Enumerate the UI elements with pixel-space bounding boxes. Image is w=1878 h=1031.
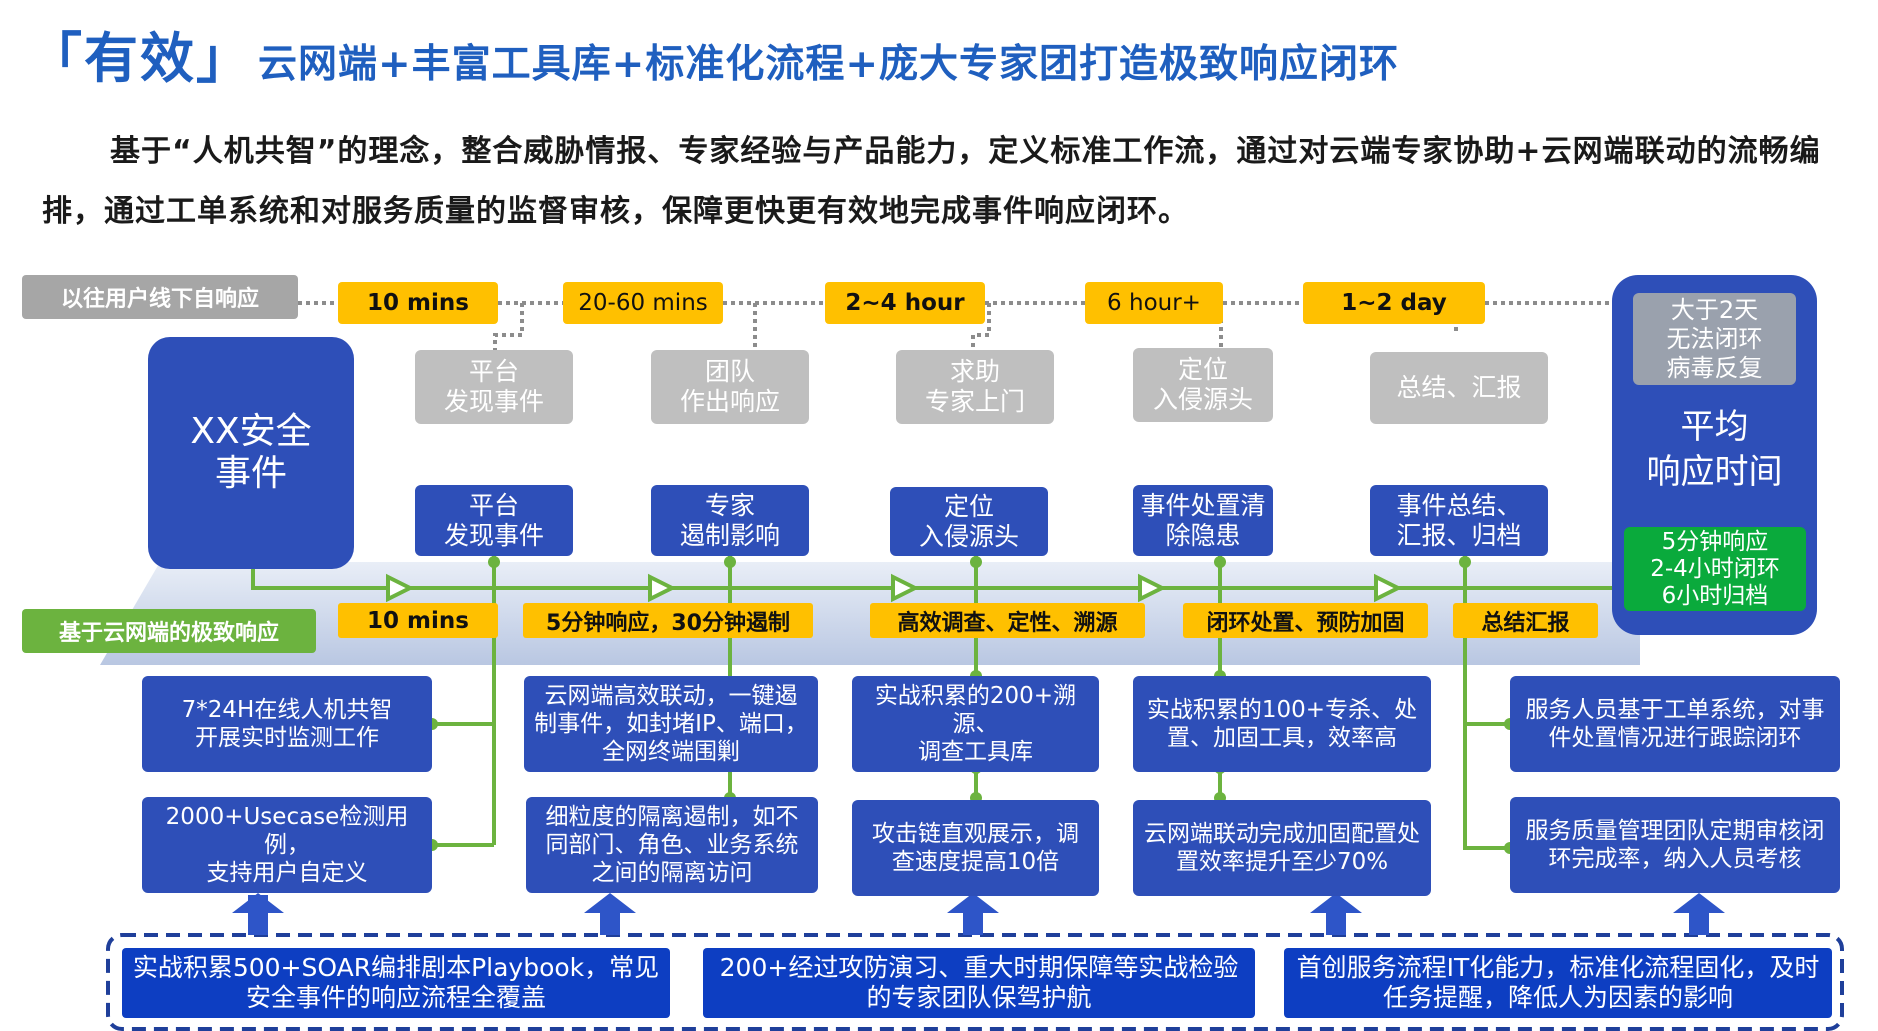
old-time-2: 20-60 mins — [563, 282, 723, 324]
foundation-3: 首创服务流程IT化能力，标准化流程固化，及时 任务提醒，降低人为因素的影响 — [1284, 948, 1832, 1018]
stage-5: 总结汇报 — [1453, 603, 1598, 638]
old-time-3: 2~4 hour — [825, 282, 985, 324]
new-step-5: 事件总结、 汇报、归档 — [1370, 485, 1548, 556]
old-time-4: 6 hour+ — [1085, 282, 1223, 324]
page-title: 「有效」 云网端+丰富工具库+标准化流程+庞大专家团打造极致响应闭环 — [28, 14, 1399, 94]
security-event: XX安全 事件 — [148, 337, 354, 569]
foundation-1: 实战积累500+SOAR编排剧本Playbook，常见 安全事件的响应流程全覆盖 — [122, 948, 670, 1018]
old-step-5: 总结、汇报 — [1370, 352, 1548, 424]
foundation-2: 200+经过攻防演习、重大时期保障等实战检验 的专家团队保驾护航 — [703, 948, 1255, 1018]
title-text: 云网端+丰富工具库+标准化流程+庞大专家团打造极致响应闭环 — [258, 42, 1400, 87]
old-timeline-dots — [298, 301, 1612, 350]
new-step-1: 平台 发现事件 — [415, 485, 573, 556]
old-result: 大于2天 无法闭环 病毒反复 — [1633, 293, 1796, 385]
detail-4-a: 实战积累的100+专杀、处 置、加固工具，效率高 — [1133, 676, 1431, 772]
detail-5-b: 服务质量管理团队定期审核闭 环完成率，纳入人员考核 — [1510, 797, 1840, 893]
new-step-4: 事件处置清 除隐患 — [1133, 485, 1273, 556]
average-result: 5分钟响应 2-4小时闭环 6小时归档 — [1624, 527, 1806, 611]
new-step-3: 定位 入侵源头 — [890, 487, 1048, 556]
new-flow-label: 基于云网端的极致响应 — [22, 609, 316, 653]
stage-1: 10 mins — [338, 603, 498, 638]
flow-arrows — [386, 573, 1403, 603]
new-step-2: 专家 遏制影响 — [651, 485, 809, 556]
detail-4-b: 云网端联动完成加固配置处 置效率提升至少70% — [1133, 800, 1431, 896]
detail-3-b: 攻击链直观展示，调 查速度提高10倍 — [852, 800, 1099, 896]
detail-3-a: 实战积累的200+溯源、 调查工具库 — [852, 676, 1099, 772]
title-bracket: 「有效」 — [28, 27, 252, 90]
old-flow-label: 以往用户线下自响应 — [22, 275, 298, 319]
old-time-5: 1~2 day — [1303, 282, 1485, 324]
old-step-1: 平台 发现事件 — [415, 350, 573, 424]
up-arrows — [228, 893, 1725, 935]
average-title: 平均 响应时间 — [1646, 407, 1783, 492]
detail-1-a: 7*24H在线人机共智 开展实时监测工作 — [142, 676, 432, 772]
detail-5-a: 服务人员基于工单系统，对事 件处置情况进行跟踪闭环 — [1510, 676, 1840, 772]
stage-3: 高效调查、定性、溯源 — [870, 603, 1145, 638]
intro-paragraph: 基于“人机共智”的理念，整合威胁情报、专家经验与产品能力，定义标准工作流，通过对… — [42, 134, 1821, 229]
foundation-frame — [106, 933, 1844, 1031]
detail-1-b: 2000+Usecase检测用例， 支持用户自定义 — [142, 797, 432, 893]
detail-2-a: 云网端高效联动，一键遏 制事件，如封堵IP、端口， 全网终端围剿 — [524, 676, 818, 772]
stage-2: 5分钟响应，30分钟遏制 — [523, 603, 813, 638]
old-time-1: 10 mins — [338, 282, 498, 324]
detail-2-b: 细粒度的隔离遏制，如不 同部门、角色、业务系统 之间的隔离访问 — [526, 797, 818, 893]
old-step-4: 定位 入侵源头 — [1133, 348, 1273, 422]
old-step-3: 求助 专家上门 — [896, 350, 1054, 424]
stage-4: 闭环处置、预防加固 — [1183, 603, 1428, 638]
old-step-2: 团队 作出响应 — [651, 350, 809, 424]
